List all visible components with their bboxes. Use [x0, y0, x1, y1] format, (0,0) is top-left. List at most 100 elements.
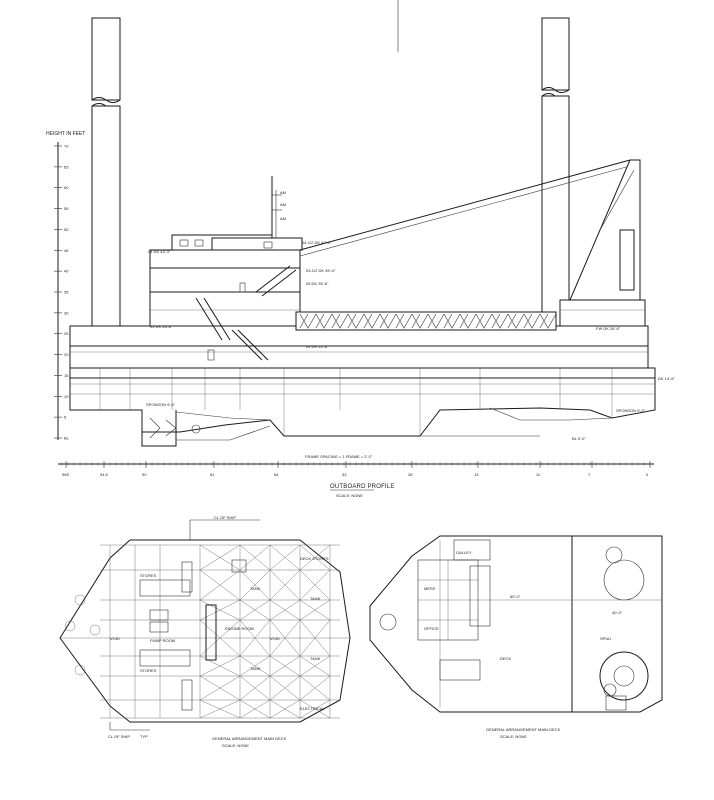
area-label: TANK — [250, 586, 261, 591]
frame-tick-label: 0 — [646, 472, 649, 477]
brace — [239, 699, 271, 719]
brace — [239, 599, 271, 621]
left-plan-title: GENERAL ARRANGEMENT MAIN DECK — [212, 736, 287, 741]
height-tick-label: 55 — [64, 206, 69, 211]
area-label: TANK — [250, 666, 261, 671]
right-plan-scale: SCALE: NONE — [500, 734, 527, 739]
right-plan: 60'-0" 40'-0" GENERAL ARRANGEMENT MAIN D… — [369, 535, 663, 739]
brace — [299, 655, 331, 677]
area-label: PUMP ROOM — [150, 638, 175, 643]
height-tick-label: 50 — [64, 227, 69, 232]
height-axis-title: HEIGHT IN FEET — [46, 131, 85, 137]
brace — [199, 599, 241, 621]
area-label: OFFICE — [424, 626, 439, 631]
frame-tick-label: 11 — [536, 472, 541, 477]
area-label: SPUD — [600, 636, 611, 641]
frame-tick-label: 94.5 — [100, 472, 109, 477]
profile-title: OUTBOARD PROFILE — [330, 484, 395, 490]
label-sponson-right: SPONSON 9'-0" — [616, 408, 646, 413]
brace — [199, 544, 241, 571]
frame-tick-label: 28 — [408, 472, 413, 477]
area-label: STORES — [140, 573, 157, 578]
brace — [199, 619, 241, 657]
profile-scale: SCALE: NONE — [336, 493, 363, 498]
brace — [299, 569, 331, 601]
label-dk-right: DK 14'-6" — [658, 376, 675, 381]
area-label: DECK STORES — [300, 556, 329, 561]
label-mast-1: AM — [280, 190, 286, 195]
area-label: VOID — [110, 636, 120, 641]
height-tick-label: 25 — [64, 331, 69, 336]
brace — [269, 544, 301, 571]
brace — [199, 699, 241, 719]
crane-boom — [295, 159, 646, 331]
frame-tick-label: 7 — [588, 472, 591, 477]
label-o2-deck: 03 DK 35'-6" — [306, 281, 329, 286]
fitting — [89, 624, 101, 636]
height-tick-label: 15 — [64, 373, 69, 378]
frame-tick-label: 90 — [142, 472, 147, 477]
label-o5-deck: 04-1/2 DK 47'-0" — [302, 240, 332, 245]
area-label: TANK — [310, 596, 321, 601]
right-plan-dim-2: 40'-0" — [612, 610, 623, 615]
height-tick-label: 70 — [64, 144, 69, 149]
height-scale: HEIGHT IN FEET 7065605550454035302520151… — [46, 131, 85, 441]
label-baseline: BL 0'-0" — [572, 436, 586, 441]
brace — [239, 544, 271, 571]
brace — [239, 675, 271, 701]
brace — [199, 569, 241, 601]
brace — [299, 599, 331, 621]
height-tick-label: 10 — [64, 394, 69, 399]
height-tick-label: 40 — [64, 269, 69, 274]
height-tick-label: 65 — [64, 164, 69, 169]
label-mast-3: AM — [280, 216, 286, 221]
left-plan: CL OF SHIP CL OF SHIP TYP GENERAL ARRANG… — [59, 515, 351, 748]
label-fwd-deck: FW DK 26'-6" — [596, 326, 621, 331]
hull — [69, 325, 656, 447]
area-label: STORES — [140, 668, 157, 673]
frame-tick-label: 64 — [274, 472, 279, 477]
height-tick-label: 20 — [64, 352, 69, 357]
brace — [269, 699, 301, 719]
left-mast — [91, 17, 121, 327]
right-plan-title: GENERAL ARRANGEMENT MAIN DECK — [486, 727, 561, 732]
fitting — [74, 594, 86, 606]
label-o1-deck: 01 DK 26'-6" — [150, 324, 173, 329]
label-sponson-left: SPONSON 9'-6" — [146, 402, 176, 407]
fitting — [74, 664, 86, 676]
brace — [239, 569, 271, 601]
brace — [239, 619, 271, 657]
height-tick-label: 60 — [64, 185, 69, 190]
brace — [299, 544, 331, 571]
area-label: ELECTRICAL — [300, 706, 325, 711]
left-plan-bottom-note-2: TYP — [140, 734, 148, 739]
height-tick-label: BL — [64, 436, 70, 441]
brace — [269, 619, 301, 657]
left-plan-scale: SCALE: NONE — [222, 743, 249, 748]
label-main-deck: 01 DK 22'-6" — [306, 344, 329, 349]
label-o3-deck: 03-1/2 DK 39'-4" — [306, 268, 336, 273]
fitting — [64, 620, 76, 632]
area-label: ENGINE ROOM — [225, 626, 254, 631]
left-plan-top-note: CL OF SHIP — [214, 515, 236, 520]
brace — [269, 569, 301, 601]
height-tick-label: 35 — [64, 290, 69, 295]
height-tick-label: 5 — [64, 415, 67, 420]
deck-labels: 04 DK 44'-3" 04-1/2 DK 47'-0" 03-1/2 DK … — [146, 190, 675, 441]
left-plan-bottom-note: CL OF SHIP — [108, 734, 130, 739]
frame-spacing-note: FRAME SPACING = 1 FRAME = 2'-0" — [305, 454, 373, 459]
area-label: GALLEY — [456, 550, 472, 555]
brace — [269, 599, 301, 621]
area-label: TANK — [310, 656, 321, 661]
frame-tick-label: 13 — [474, 472, 479, 477]
label-o4-deck: 04 DK 44'-3" — [148, 249, 171, 254]
label-mast-2: AM — [280, 202, 286, 207]
area-label: DECK — [500, 656, 511, 661]
brace — [269, 655, 301, 677]
brace — [299, 675, 331, 701]
brace — [239, 655, 271, 677]
height-tick-label: 30 — [64, 310, 69, 315]
brace — [199, 655, 241, 677]
